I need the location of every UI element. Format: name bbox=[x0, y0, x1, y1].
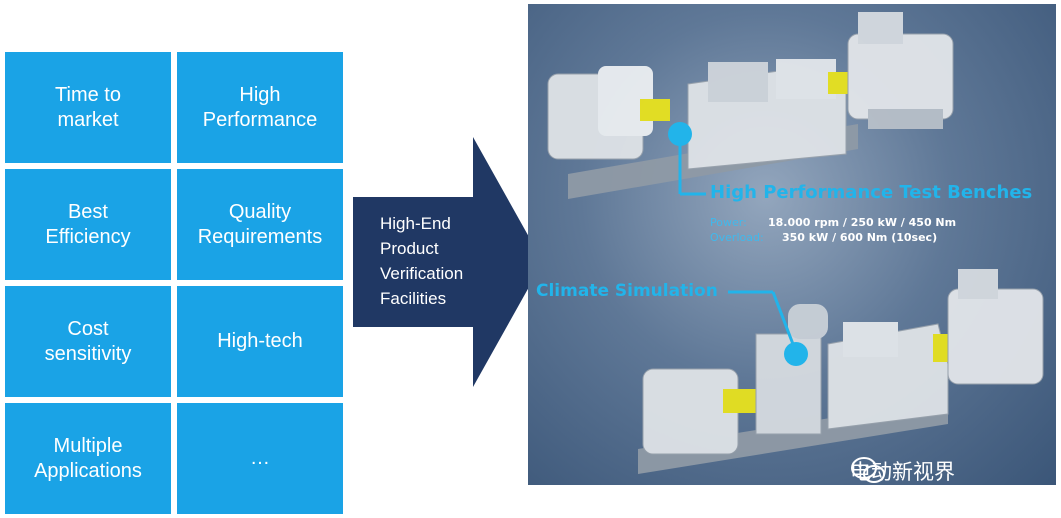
spec-overload-value: 350 kW / 600 Nm (10sec) bbox=[782, 231, 938, 244]
climate-title: Climate Simulation bbox=[536, 281, 718, 301]
spec-overload-key: Overload: bbox=[710, 231, 764, 244]
tile-high-tech: High-tech bbox=[177, 286, 343, 397]
tile-best-efficiency: Best Efficiency bbox=[5, 169, 171, 280]
tile-multiple-applications: Multiple Applications bbox=[5, 403, 171, 514]
test-bench-photo: High Performance Test Benches Power: 18.0… bbox=[528, 4, 1056, 485]
arrow-label: High-End Product Verification Facilities bbox=[380, 214, 464, 308]
spec-overload: Overload: 350 kW / 600 Nm (10sec) bbox=[710, 231, 937, 244]
tile-time-to-market: Time to market bbox=[5, 52, 171, 163]
wechat-icon bbox=[851, 457, 885, 483]
watermark: 电动新视界 bbox=[850, 456, 955, 485]
arrow-shape bbox=[353, 137, 543, 387]
test-bench-illustration bbox=[547, 12, 1044, 474]
spec-power-value: 18.000 rpm / 250 kW / 450 Nm bbox=[768, 216, 957, 229]
upper-test-bench bbox=[547, 12, 954, 199]
hp-title: High Performance Test Benches bbox=[710, 182, 1033, 203]
spec-power: Power: 18.000 rpm / 250 kW / 450 Nm bbox=[710, 216, 956, 229]
tile-quality-requirements: Quality Requirements bbox=[177, 169, 343, 280]
tile-ellipsis: … bbox=[177, 403, 343, 514]
hp-marker-icon bbox=[668, 122, 692, 146]
spec-power-key: Power: bbox=[710, 216, 747, 229]
tile-high-performance: High Performance bbox=[177, 52, 343, 163]
tile-cost-sensitivity: Cost sensitivity bbox=[5, 286, 171, 397]
climate-marker-icon bbox=[784, 342, 808, 366]
